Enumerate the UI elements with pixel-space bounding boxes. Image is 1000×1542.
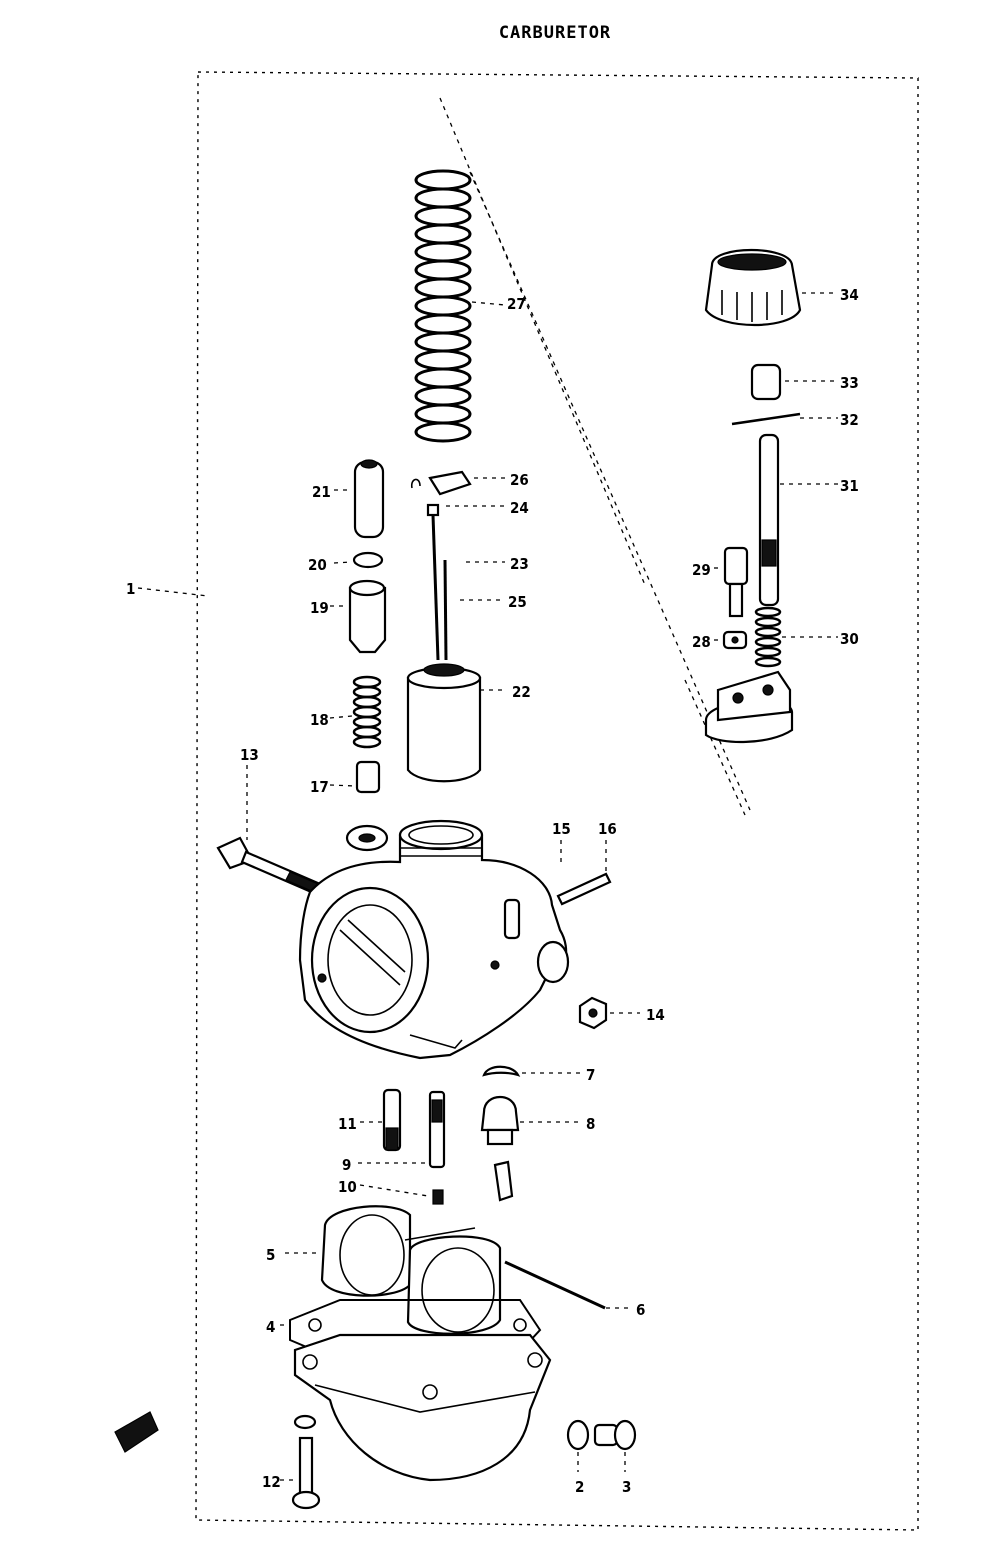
part-label-14: 14 [646,1006,665,1024]
part-label-25: 25 [508,593,527,611]
part-label-22: 22 [512,683,531,701]
float [320,1205,502,1335]
starter-shaft [758,433,780,607]
o-ring [482,1065,521,1077]
jet-needle [426,503,448,661]
part-label-29: 29 [692,561,711,579]
mixing-chamber-top [704,670,794,743]
part-label-16: 16 [598,820,617,838]
cable-adjuster [723,546,749,618]
part-label-18: 18 [310,711,329,729]
part-label-19: 19 [310,599,329,617]
float-valve [493,1160,514,1202]
shaft-spring [754,606,782,668]
starter-plunger-seat [355,760,381,794]
throttle-stop-screw [216,836,322,896]
assembly-border [195,71,919,1531]
corner-mark [114,1411,159,1453]
part-label-12: 12 [262,1473,281,1491]
starter-plunger [348,579,387,654]
drain-screw [593,1419,637,1451]
mixing-chamber-cap [704,249,802,326]
part-label-10: 10 [338,1178,357,1196]
drain-plug [480,1096,520,1146]
cotter-pin [731,412,801,426]
part-label-31: 31 [840,477,859,495]
part-label-13: 13 [240,746,259,764]
part-label-1: 1 [126,580,135,598]
guide-line [439,97,646,586]
part-label-20: 20 [308,556,327,574]
part-label-9: 9 [342,1156,351,1174]
page-title: CARBURETOR [499,23,611,43]
part-label-27: 27 [507,295,526,313]
part-label-28: 28 [692,633,711,651]
part-label-30: 30 [840,630,859,648]
part-label-3: 3 [622,1478,631,1496]
drain-washer [566,1419,590,1451]
part-label-6: 6 [636,1301,645,1319]
part-label-7: 7 [586,1066,595,1084]
starter-spring [352,675,382,749]
body-stud [556,872,612,906]
part-label-21: 21 [312,483,331,501]
carburetor-body [298,819,570,1060]
part-label-23: 23 [510,555,529,573]
guide-line [684,679,746,816]
part-label-8: 8 [586,1115,595,1133]
hex-nut [578,996,608,1030]
starter-ring [352,551,384,569]
lock-nut [722,630,748,650]
cable-cap [750,363,782,401]
part-label-17: 17 [310,778,329,796]
part-label-11: 11 [338,1115,357,1133]
throttle-valve [406,663,482,783]
part-label-5: 5 [266,1246,275,1264]
needle-jet [428,1090,446,1169]
main-jet [432,1189,444,1205]
leader-lines [137,292,838,1481]
pilot-jet [382,1088,402,1152]
part-label-4: 4 [266,1318,275,1336]
part-label-2: 2 [575,1478,584,1496]
float-pin [504,1260,606,1310]
throttle-spring [414,169,472,443]
chamber-screw [291,1414,321,1510]
part-label-32: 32 [840,411,859,429]
part-label-15: 15 [552,820,571,838]
needle-clip-plate [410,470,472,496]
part-label-33: 33 [840,374,859,392]
part-label-24: 24 [510,499,529,517]
starter-cap [353,459,385,539]
part-label-34: 34 [840,286,859,304]
part-label-26: 26 [510,471,529,489]
part-labels: 1 2 3 4 5 6 7 8 9 10 11 12 13 14 15 16 1… [126,286,859,1496]
float-chamber [293,1333,552,1482]
